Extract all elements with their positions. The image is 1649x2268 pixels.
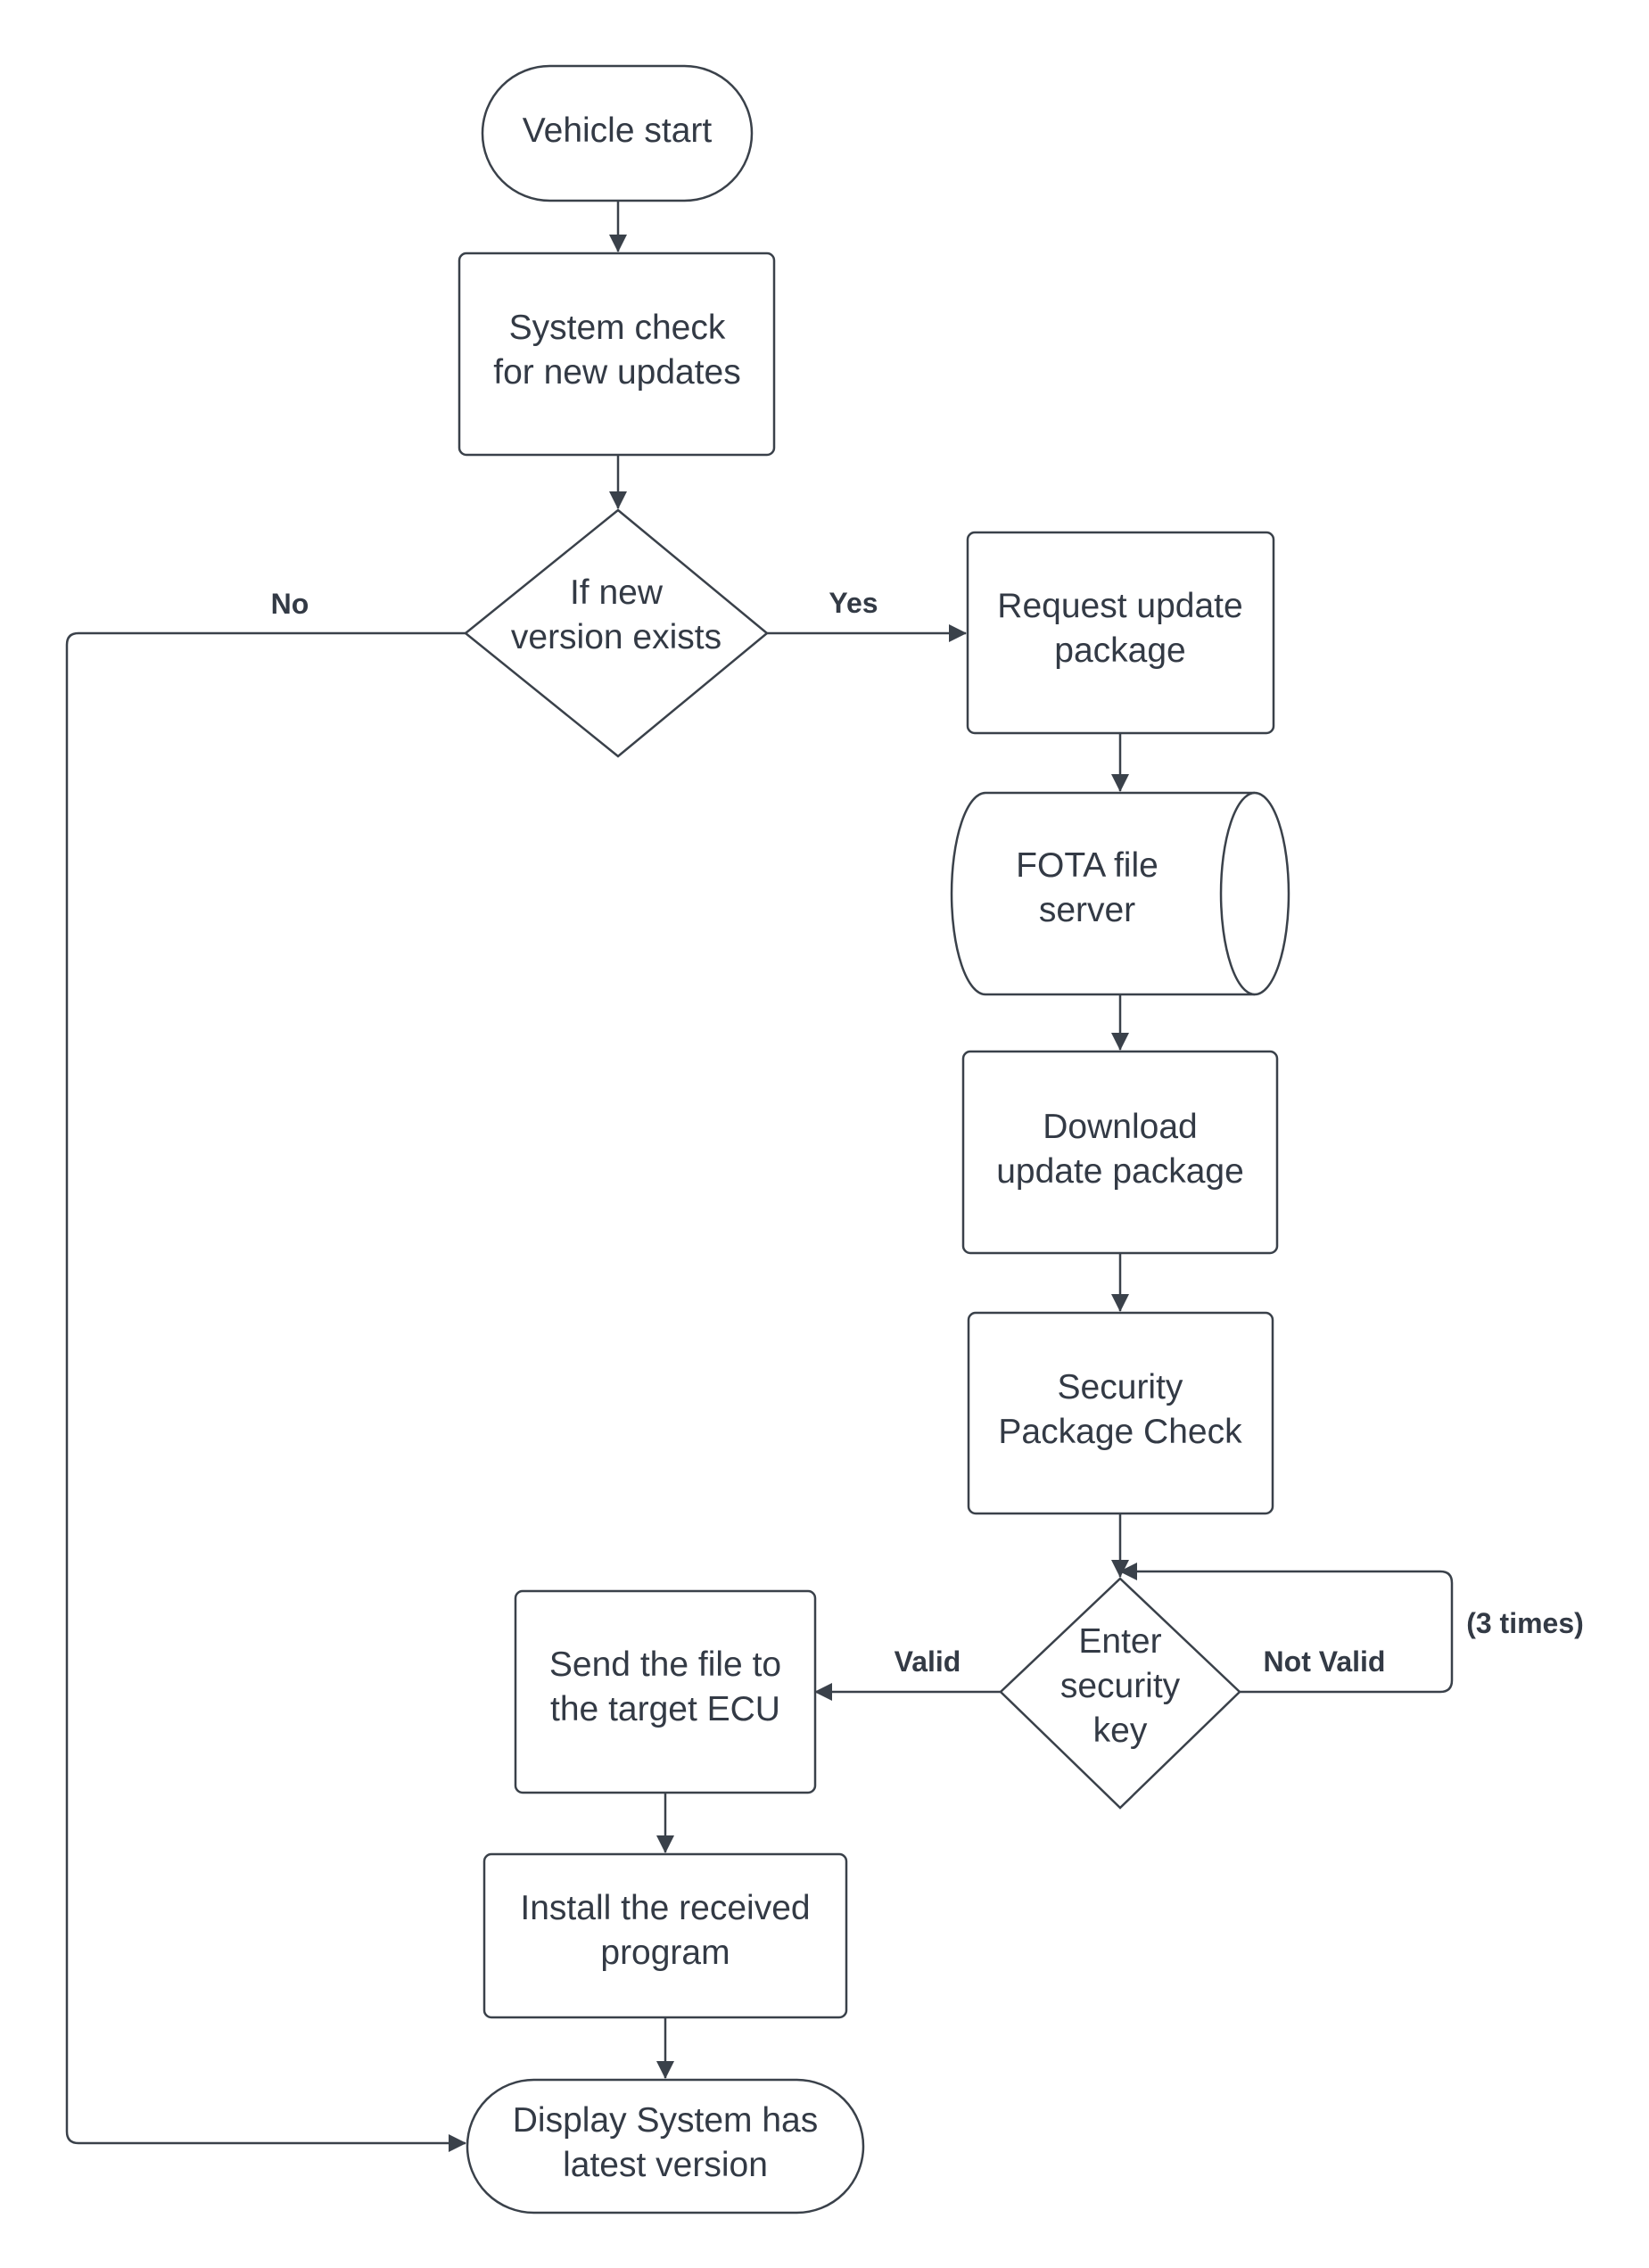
node-decision-security-key: Enter security key bbox=[999, 1577, 1241, 1810]
node-decision-security-key-line3: key bbox=[1093, 1711, 1148, 1750]
node-vehicle-start-label: Vehicle start bbox=[523, 111, 713, 150]
node-display-latest-version: Display System has latest version bbox=[466, 2078, 865, 2214]
node-system-check-line2: for new updates bbox=[493, 353, 741, 392]
node-security-package-check-line2: Package Check bbox=[998, 1413, 1242, 1451]
node-decision-new-version: If new version exists bbox=[464, 508, 769, 758]
edge-label-yes: Yes bbox=[829, 587, 878, 619]
node-decision-new-version-line1: If new bbox=[570, 573, 664, 612]
node-fota-file-server-line2: server bbox=[1039, 891, 1135, 929]
connector-not-valid-loop bbox=[1119, 1563, 1454, 1694]
node-send-file-line2: the target ECU bbox=[550, 1690, 780, 1728]
node-vehicle-start: Vehicle start bbox=[481, 64, 754, 202]
node-system-check: System check for new updates bbox=[458, 252, 776, 457]
node-decision-new-version-line2: version exists bbox=[511, 618, 721, 656]
edge-label-valid: Valid bbox=[895, 1645, 961, 1678]
node-send-file-line1: Send the file to bbox=[549, 1645, 781, 1684]
node-download-update-line1: Download bbox=[1043, 1108, 1197, 1146]
node-install-program-line2: program bbox=[600, 1934, 730, 1972]
node-system-check-line1: System check bbox=[509, 309, 726, 347]
node-security-package-check-line1: Security bbox=[1058, 1368, 1183, 1406]
node-request-update-line1: Request update bbox=[997, 587, 1242, 625]
node-decision-security-key-line2: security bbox=[1060, 1667, 1181, 1705]
node-download-update: Download update package bbox=[961, 1050, 1279, 1255]
node-fota-file-server-line1: FOTA file bbox=[1016, 846, 1158, 885]
node-install-program: Install the received program bbox=[482, 1852, 848, 2019]
node-fota-file-server: FOTA file server bbox=[950, 791, 1290, 996]
edge-label-not-valid: Not Valid bbox=[1264, 1645, 1386, 1678]
edge-label-retry-count: (3 times) bbox=[1466, 1607, 1584, 1639]
node-decision-security-key-line1: Enter bbox=[1078, 1622, 1161, 1661]
node-install-program-line1: Install the received bbox=[520, 1889, 810, 1927]
connector-no bbox=[65, 631, 466, 2152]
node-send-file: Send the file to the target ECU bbox=[514, 1589, 817, 1794]
node-request-update: Request update package bbox=[966, 531, 1275, 735]
node-request-update-line2: package bbox=[1054, 631, 1185, 670]
node-display-latest-version-line1: Display System has bbox=[513, 2101, 818, 2140]
node-download-update-line2: update package bbox=[996, 1152, 1244, 1191]
node-display-latest-version-line2: latest version bbox=[563, 2146, 768, 2184]
edge-label-no: No bbox=[271, 588, 309, 620]
node-security-package-check: Security Package Check bbox=[967, 1311, 1274, 1515]
